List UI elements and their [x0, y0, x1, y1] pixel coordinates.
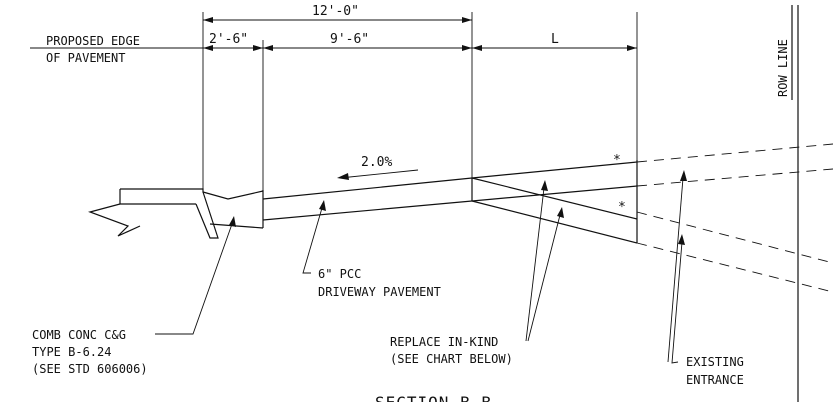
dimension-lines — [30, 12, 638, 190]
curb-and-gutter — [88, 188, 264, 239]
dimension-middle-label: 9'-6" — [330, 32, 369, 47]
existing-label-line2: ENTRANCE — [686, 373, 744, 387]
asterisk-bottom: * — [618, 200, 626, 215]
cg-label-line2: TYPE B-6.24 — [32, 345, 111, 359]
dimension-right-label: L — [551, 32, 559, 47]
asterisk-top: * — [613, 153, 621, 168]
slope-arrow — [337, 169, 419, 180]
section-title: SECTION B-B — [375, 393, 492, 402]
proposed-edge-label-line2: OF PAVEMENT — [46, 51, 125, 65]
pcc-label-line2: DRIVEWAY PAVEMENT — [318, 285, 441, 299]
cg-label-line1: COMB CONC C&G — [32, 328, 126, 342]
leader-lines — [155, 170, 687, 364]
existing-label-line1: EXISTING — [686, 355, 744, 369]
replace-in-kind-section — [471, 160, 638, 244]
replace-label-line2: (SEE CHART BELOW) — [390, 352, 513, 366]
dimension-left-label: 2'-6" — [209, 32, 248, 47]
existing-entrance-lines — [636, 143, 833, 293]
dimension-total-label: 12'-0" — [312, 4, 359, 19]
driveway-slab — [262, 177, 473, 221]
slope-label: 2.0% — [361, 155, 392, 170]
pcc-label-line1: 6" PCC — [318, 267, 361, 281]
cg-label-line3: (SEE STD 606006) — [32, 362, 148, 376]
replace-label-line1: REPLACE IN-KIND — [390, 335, 498, 349]
proposed-edge-label-line1: PROPOSED EDGE — [46, 34, 140, 48]
row-line-label: ROW LINE — [776, 39, 790, 97]
